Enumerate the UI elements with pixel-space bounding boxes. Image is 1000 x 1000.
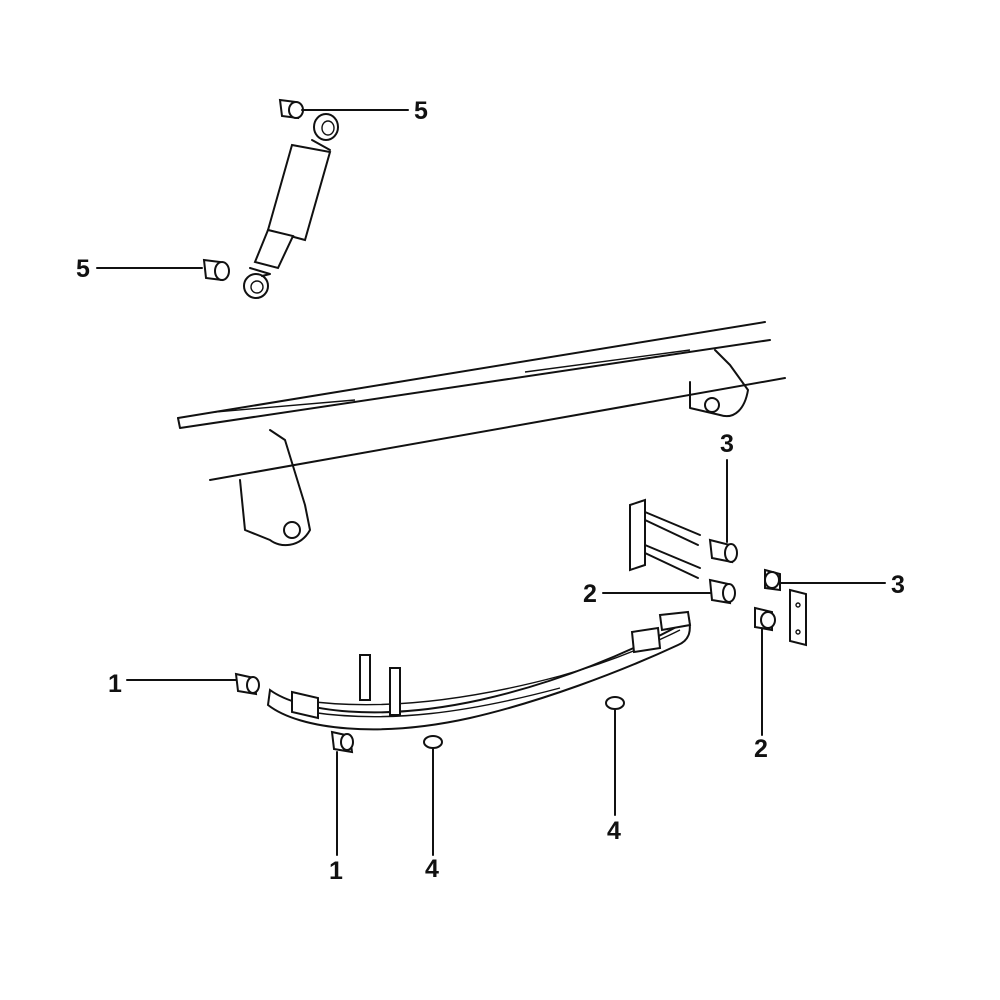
bushing-1-left bbox=[234, 672, 260, 696]
callout-4-left: 4 bbox=[425, 855, 439, 883]
bushing-1-bottom bbox=[330, 730, 354, 754]
bushing-5-left bbox=[202, 258, 230, 282]
leaf-spring bbox=[266, 610, 692, 731]
callout-3-top: 3 bbox=[720, 430, 734, 458]
pad-4-right bbox=[605, 696, 625, 710]
pad-4-left bbox=[423, 735, 443, 749]
bushing-3-left bbox=[708, 538, 738, 564]
callout-5-left: 5 bbox=[76, 255, 90, 283]
bushing-2-right bbox=[754, 606, 776, 632]
bushing-5-top bbox=[278, 98, 304, 120]
bushing-3-right bbox=[764, 568, 781, 592]
callout-5-top: 5 bbox=[414, 97, 428, 125]
callout-2-left: 2 bbox=[583, 580, 597, 608]
shock-absorber bbox=[243, 113, 339, 299]
callout-1-bottom: 1 bbox=[329, 857, 343, 885]
callout-1-left: 1 bbox=[108, 670, 122, 698]
callout-2-bottom: 2 bbox=[754, 735, 768, 763]
callout-3-right: 3 bbox=[891, 571, 905, 599]
vehicle-frame bbox=[177, 321, 786, 547]
spring-shackle bbox=[629, 498, 807, 647]
callout-4-right: 4 bbox=[607, 817, 621, 845]
bushing-2-left bbox=[708, 578, 736, 605]
leader-lines bbox=[96, 109, 886, 856]
